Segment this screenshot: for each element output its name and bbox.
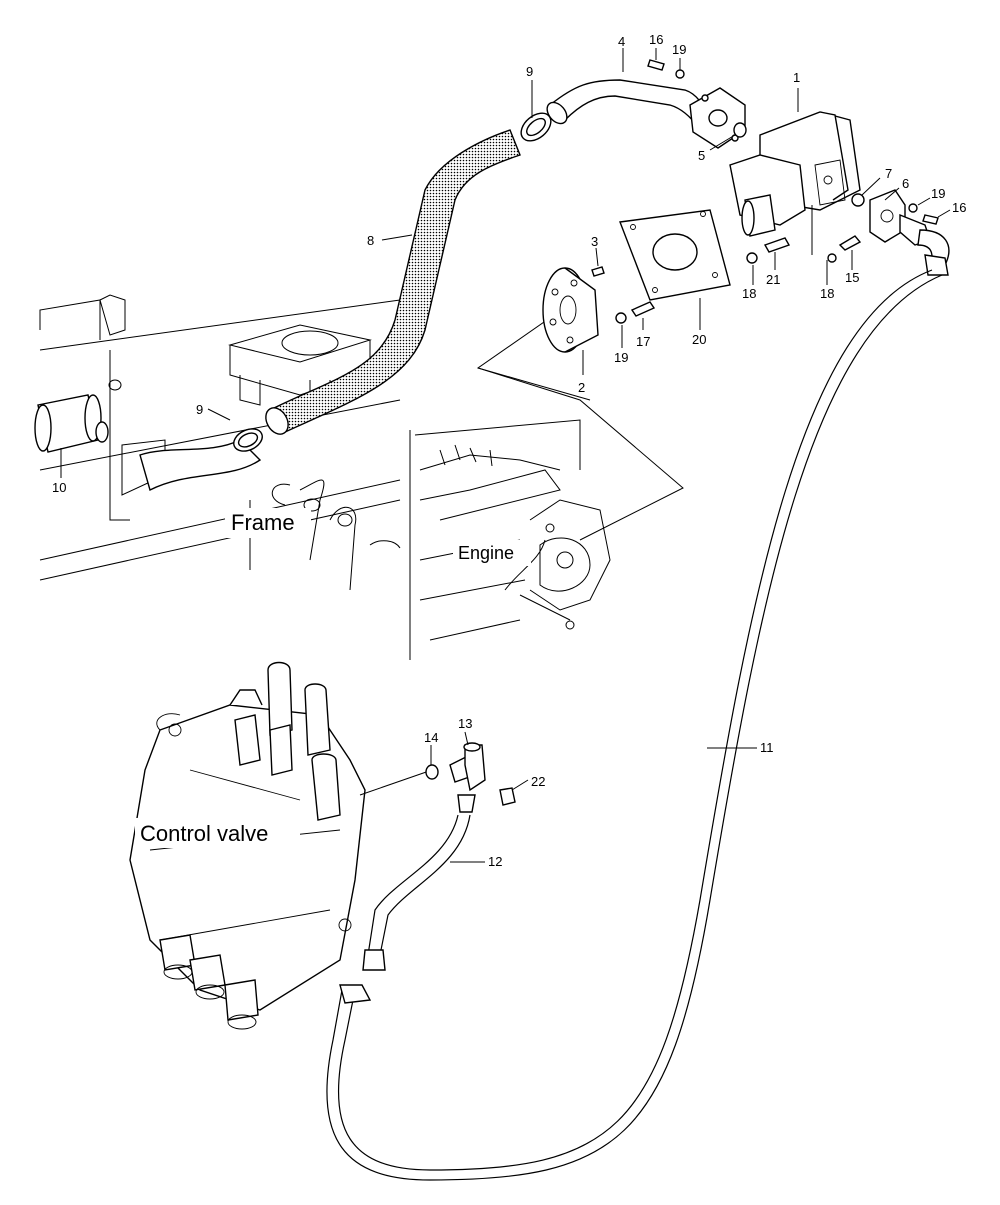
leader-connectors bbox=[476, 289, 684, 541]
callout-9-lower: 9 bbox=[196, 402, 203, 417]
frame-label: Frame bbox=[231, 510, 295, 535]
engine-structure bbox=[409, 419, 611, 660]
upper-hose-clamp bbox=[520, 112, 552, 142]
callout-7: 7 bbox=[885, 166, 892, 181]
bolt-15 bbox=[827, 235, 862, 263]
callout-21: 21 bbox=[766, 272, 780, 287]
coupling bbox=[542, 267, 599, 353]
elbow-fitting-13 bbox=[449, 742, 486, 792]
suction-filter bbox=[34, 394, 109, 453]
callout-22: 22 bbox=[531, 774, 545, 789]
control-valve-body bbox=[129, 661, 366, 1030]
callout-19-right: 19 bbox=[931, 186, 945, 201]
clip-22 bbox=[499, 787, 516, 806]
valve-leader bbox=[359, 769, 433, 796]
suction-hose bbox=[265, 129, 521, 435]
callout-9-upper: 9 bbox=[526, 64, 533, 79]
lower-hose-and-clamp bbox=[139, 428, 263, 492]
return-hose bbox=[362, 794, 476, 971]
callout-13: 13 bbox=[458, 716, 472, 731]
callout-18-right: 18 bbox=[820, 286, 834, 301]
pressure-flange bbox=[869, 189, 950, 276]
callout-4: 4 bbox=[618, 34, 625, 49]
o-ring-14 bbox=[425, 764, 439, 780]
frame-structure bbox=[39, 294, 401, 591]
callout-1: 1 bbox=[793, 70, 800, 85]
hydraulic-pump bbox=[729, 111, 861, 237]
callout-11: 11 bbox=[760, 740, 774, 755]
mounting-plate bbox=[619, 209, 731, 301]
control-valve-label: Control valve bbox=[140, 821, 268, 846]
callout-numbers: 1 2 3 4 5 6 7 8 9 9 10 11 12 13 14 15 16… bbox=[52, 32, 966, 869]
callout-2: 2 bbox=[578, 380, 585, 395]
bolt-16-top bbox=[647, 59, 685, 79]
callout-8: 8 bbox=[367, 233, 374, 248]
callout-3: 3 bbox=[591, 234, 598, 249]
callout-17: 17 bbox=[636, 334, 650, 349]
region-labels: Frame Engine Control valve bbox=[135, 508, 531, 848]
callout-15: 15 bbox=[845, 270, 859, 285]
callout-20: 20 bbox=[692, 332, 706, 347]
dowel-pin bbox=[591, 266, 605, 277]
bolt-21 bbox=[746, 237, 791, 264]
callout-10: 10 bbox=[52, 480, 66, 495]
callout-19-top: 19 bbox=[672, 42, 686, 57]
callout-19-lower: 19 bbox=[614, 350, 628, 365]
callout-16-top: 16 bbox=[649, 32, 663, 47]
suction-pipe bbox=[546, 79, 746, 149]
callout-5: 5 bbox=[698, 148, 705, 163]
callout-12: 12 bbox=[488, 854, 502, 869]
callout-18-left: 18 bbox=[742, 286, 756, 301]
bolt-17 bbox=[615, 301, 656, 324]
o-ring-5 bbox=[733, 122, 747, 138]
pressure-hose bbox=[326, 269, 943, 1181]
callout-leaders bbox=[60, 48, 951, 863]
callout-16-right: 16 bbox=[952, 200, 966, 215]
bolt-16-right bbox=[908, 203, 939, 225]
engine-label: Engine bbox=[458, 543, 514, 563]
callout-6: 6 bbox=[902, 176, 909, 191]
o-ring-7 bbox=[851, 193, 865, 207]
callout-14: 14 bbox=[424, 730, 438, 745]
